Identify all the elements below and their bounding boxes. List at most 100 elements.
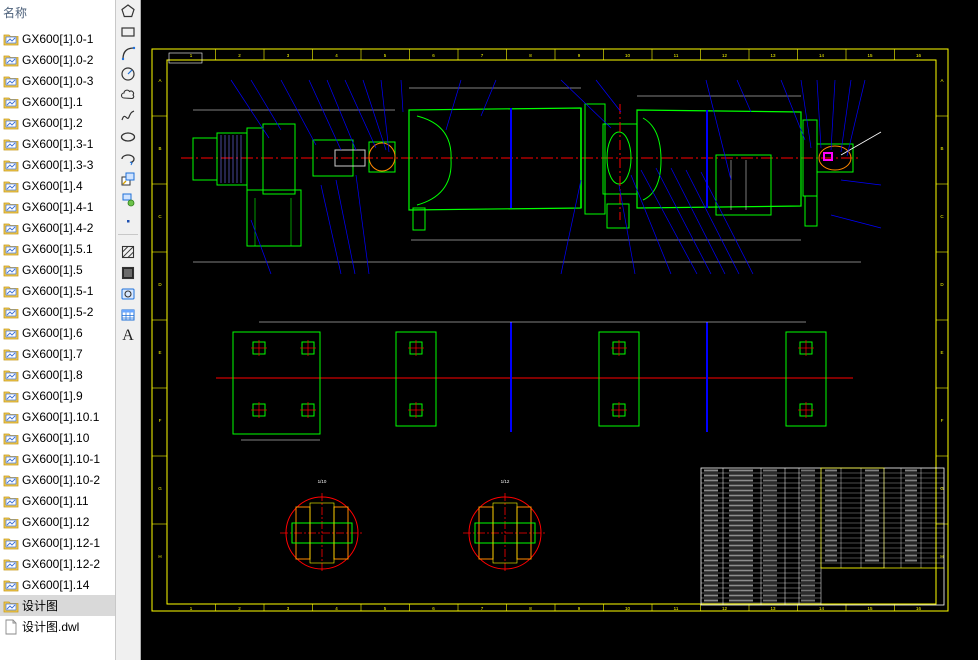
multiline-text-tool-button[interactable]: A	[117, 325, 139, 346]
cell-text-mark	[801, 589, 815, 592]
cell-text-mark	[905, 509, 917, 512]
circle-tool-button[interactable]	[117, 63, 139, 84]
file-list-item[interactable]: GX600[1].10-1	[0, 448, 115, 469]
base-plate-3	[598, 331, 640, 427]
leader-line	[560, 79, 612, 129]
leader-line	[380, 79, 390, 153]
file-list-item[interactable]: GX600[1].3-1	[0, 133, 115, 154]
file-list-item[interactable]: GX600[1].12	[0, 511, 115, 532]
file-list-item[interactable]: GX600[1].8	[0, 364, 115, 385]
file-list-item[interactable]: GX600[1].5-1	[0, 280, 115, 301]
file-list-item[interactable]: GX600[1].5	[0, 259, 115, 280]
region-tool-button[interactable]	[117, 283, 139, 304]
border-col-number: 16	[916, 606, 922, 611]
rectangle-tool-button[interactable]	[117, 21, 139, 42]
file-name-label: GX600[1].10-1	[22, 451, 101, 466]
base-plate-1	[232, 331, 321, 435]
file-name-label: GX600[1].4-2	[22, 220, 94, 235]
file-list-item[interactable]: GX600[1].5-2	[0, 301, 115, 322]
file-list-item[interactable]: GX600[1].0-1	[0, 28, 115, 49]
cell-text-mark	[729, 564, 753, 567]
border-row-letter: H	[158, 554, 161, 559]
cell-text-mark	[801, 594, 815, 597]
hatch-tool-button[interactable]	[117, 241, 139, 262]
file-list-item[interactable]: GX600[1].12-2	[0, 553, 115, 574]
cell-text-mark	[704, 554, 718, 557]
cell-text-mark	[865, 474, 879, 477]
cell-text-mark	[865, 549, 879, 552]
cell-text-mark	[905, 519, 917, 522]
file-list-item[interactable]: GX600[1].14	[0, 574, 115, 595]
name-column-header[interactable]: 名称	[3, 6, 28, 20]
insert-block-tool-button[interactable]	[117, 168, 139, 189]
border-col-number: 10	[625, 53, 631, 58]
left-support-foot	[412, 207, 426, 231]
ellipse-tool-button[interactable]	[117, 126, 139, 147]
file-list-item[interactable]: GX600[1].10.1	[0, 406, 115, 427]
border-row-letter: D	[158, 282, 162, 287]
file-name-label: GX600[1].6	[22, 325, 83, 340]
border-col-number: 13	[770, 53, 776, 58]
point-tool-button[interactable]	[117, 210, 139, 231]
file-list-item[interactable]: GX600[1].6	[0, 322, 115, 343]
revision-cloud-tool-button[interactable]	[117, 84, 139, 105]
file-list-item[interactable]: GX600[1].3-3	[0, 154, 115, 175]
file-list-item[interactable]: GX600[1].0-3	[0, 70, 115, 91]
border-row-letter: F	[159, 418, 162, 423]
drive-housing-lower	[715, 154, 772, 216]
file-list-item[interactable]: 设计图	[0, 595, 115, 616]
file-list-item[interactable]: GX600[1].4-1	[0, 196, 115, 217]
reducer-base	[246, 189, 302, 247]
file-list-item[interactable]: GX600[1].2	[0, 112, 115, 133]
file-list-item[interactable]: 设计图.dwl	[0, 616, 115, 637]
file-list-item[interactable]: GX600[1].5.1	[0, 238, 115, 259]
file-list-item[interactable]: GX600[1].7	[0, 343, 115, 364]
reducer-body	[262, 123, 296, 195]
leader-line	[400, 79, 404, 113]
cell-text-mark	[801, 469, 815, 472]
polygon-tool-button[interactable]	[117, 0, 139, 21]
ellipse-arc-tool-button[interactable]	[117, 147, 139, 168]
cell-text-mark	[729, 579, 753, 582]
cell-text-mark	[704, 544, 718, 547]
file-list-item[interactable]: GX600[1].11	[0, 490, 115, 511]
gradient-tool-button[interactable]	[117, 262, 139, 283]
file-list-item[interactable]: GX600[1].4	[0, 175, 115, 196]
leader-line	[655, 167, 712, 275]
file-list-item[interactable]: GX600[1].12-1	[0, 532, 115, 553]
spline-tool-button[interactable]	[117, 105, 139, 126]
file-list-item[interactable]: GX600[1].4-2	[0, 217, 115, 238]
file-name-label: GX600[1].3-3	[22, 157, 94, 172]
cell-text-mark	[729, 589, 753, 592]
cell-text-mark	[729, 539, 753, 542]
file-list-item[interactable]: GX600[1].1	[0, 91, 115, 112]
cell-text-mark	[865, 489, 879, 492]
file-list-item[interactable]: GX600[1].10-2	[0, 469, 115, 490]
cad-drawing-icon	[3, 52, 22, 68]
cell-text-mark	[763, 599, 777, 602]
file-list-item[interactable]: GX600[1].10	[0, 427, 115, 448]
drum-right-end	[642, 117, 662, 201]
multiline-text-tool-icon: A	[122, 326, 134, 344]
make-block-tool-button[interactable]	[117, 189, 139, 210]
table-tool-button[interactable]	[117, 304, 139, 325]
cell-text-mark	[865, 479, 879, 482]
cell-text-mark	[801, 599, 815, 602]
cell-text-mark	[865, 509, 879, 512]
cell-text-mark	[704, 589, 718, 592]
border-col-number: 10	[625, 606, 631, 611]
middle-bearing-plate	[584, 103, 606, 215]
cell-text-mark	[763, 524, 777, 527]
border-row-letter: E	[158, 350, 161, 355]
file-list-item[interactable]: GX600[1].0-2	[0, 49, 115, 70]
cad-drawing-icon	[3, 409, 22, 425]
arc-tool-button[interactable]	[117, 42, 139, 63]
hatch-tool-icon	[120, 244, 136, 260]
cell-text-mark	[763, 489, 777, 492]
border-col-number: 1	[190, 53, 193, 58]
cell-text-mark	[801, 579, 815, 582]
file-list-item[interactable]: GX600[1].9	[0, 385, 115, 406]
insert-block-tool-icon	[120, 171, 136, 187]
leader-line	[618, 184, 636, 275]
